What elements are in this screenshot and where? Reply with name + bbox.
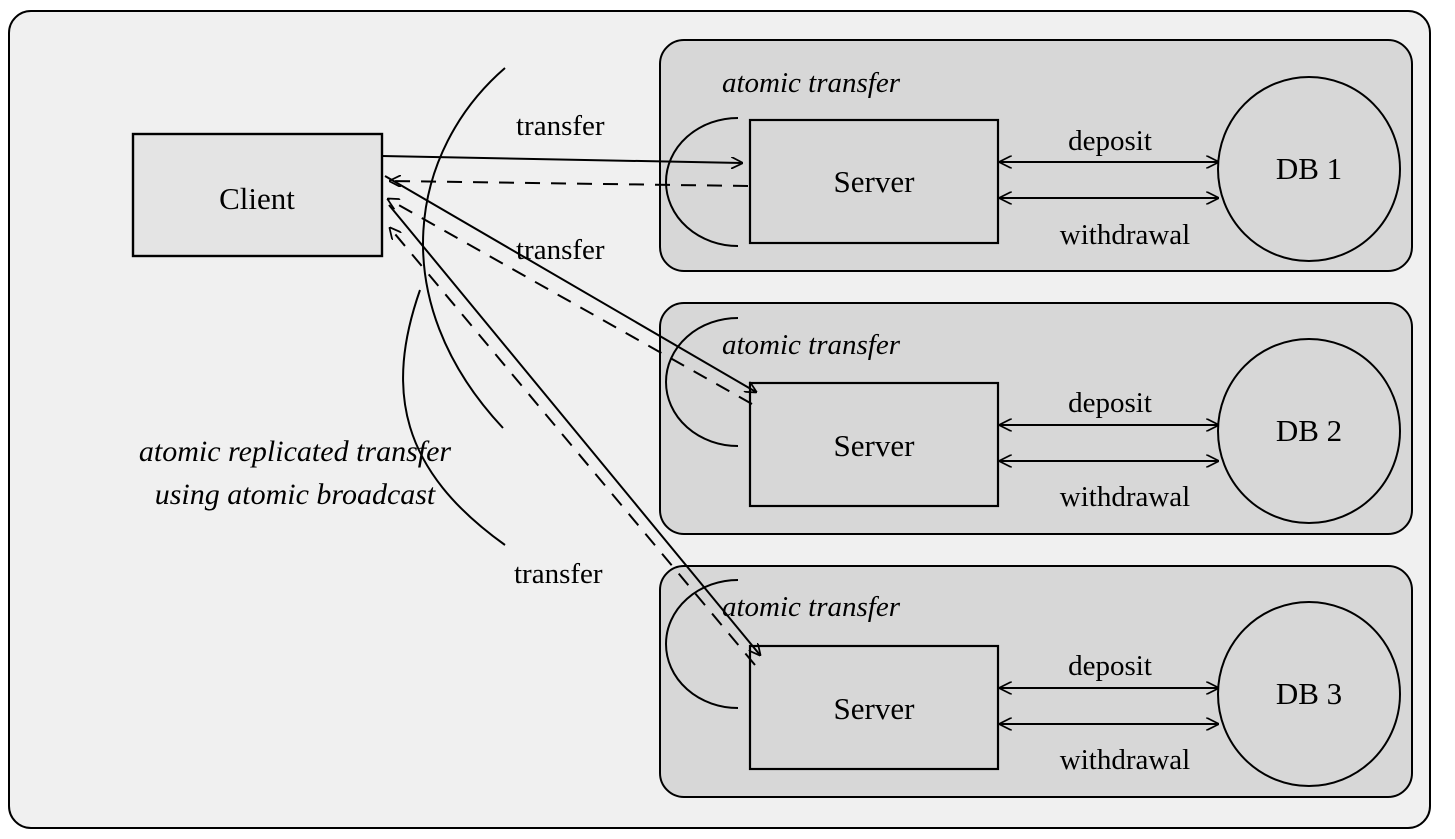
- request-line-3: [388, 204, 760, 655]
- group-2-db-label: DB 2: [1276, 413, 1342, 448]
- group-1-db-label: DB 1: [1276, 151, 1342, 186]
- group-1-db-ellipse: [1217, 76, 1401, 262]
- group-atomic-transfer-1: atomic transfer Server DB 1 deposit with…: [659, 39, 1413, 272]
- group-atomic-transfer-2: atomic transfer Server DB 2 deposit with…: [659, 302, 1413, 535]
- group-2-annotation: atomic transfer: [722, 329, 901, 361]
- group-3-deposit-label: deposit: [1068, 650, 1152, 682]
- group-1-server-label: Server: [834, 164, 916, 199]
- group-3-withdrawal-label: withdrawal: [1060, 744, 1190, 776]
- group-3-server-box: [748, 644, 1000, 771]
- group-2-server-box: [748, 381, 1000, 508]
- client-label: Client: [219, 181, 295, 216]
- reply-line-1: [390, 181, 749, 186]
- group-1-withdrawal-label: withdrawal: [1060, 219, 1190, 251]
- group-3-server-label: Server: [834, 691, 916, 726]
- group-2-atomic-arc: [665, 317, 739, 447]
- group-2-deposit-label: deposit: [1068, 387, 1152, 419]
- group-2-withdrawal-label: withdrawal: [1060, 481, 1190, 513]
- group-1-annotation: atomic transfer: [722, 67, 901, 99]
- atomic-broadcast-arc: [422, 67, 506, 429]
- group-3-atomic-arc: [665, 579, 739, 709]
- transfer-label-2: transfer: [516, 234, 605, 266]
- caption-line-1: atomic replicated transfer: [139, 435, 451, 468]
- atomic-broadcast-arc-lower: [402, 289, 506, 546]
- reply-line-3: [390, 228, 756, 666]
- group-1-atomic-arc: [665, 117, 739, 247]
- group-2-server-label: Server: [834, 428, 916, 463]
- group-3-annotation: atomic transfer: [722, 591, 901, 623]
- client-box: [131, 132, 384, 258]
- caption-line-2: using atomic broadcast: [155, 478, 436, 511]
- group-atomic-transfer-3: atomic transfer Server DB 3 deposit with…: [659, 565, 1413, 798]
- request-line-2: [384, 175, 756, 392]
- reply-line-2: [388, 199, 753, 405]
- transfer-label-3: transfer: [514, 558, 603, 590]
- transfer-label-1: transfer: [516, 110, 605, 142]
- request-line-1: [381, 155, 742, 163]
- group-1-server-box: [748, 118, 1000, 245]
- group-3-db-label: DB 3: [1276, 676, 1342, 711]
- group-1-deposit-label: deposit: [1068, 125, 1152, 157]
